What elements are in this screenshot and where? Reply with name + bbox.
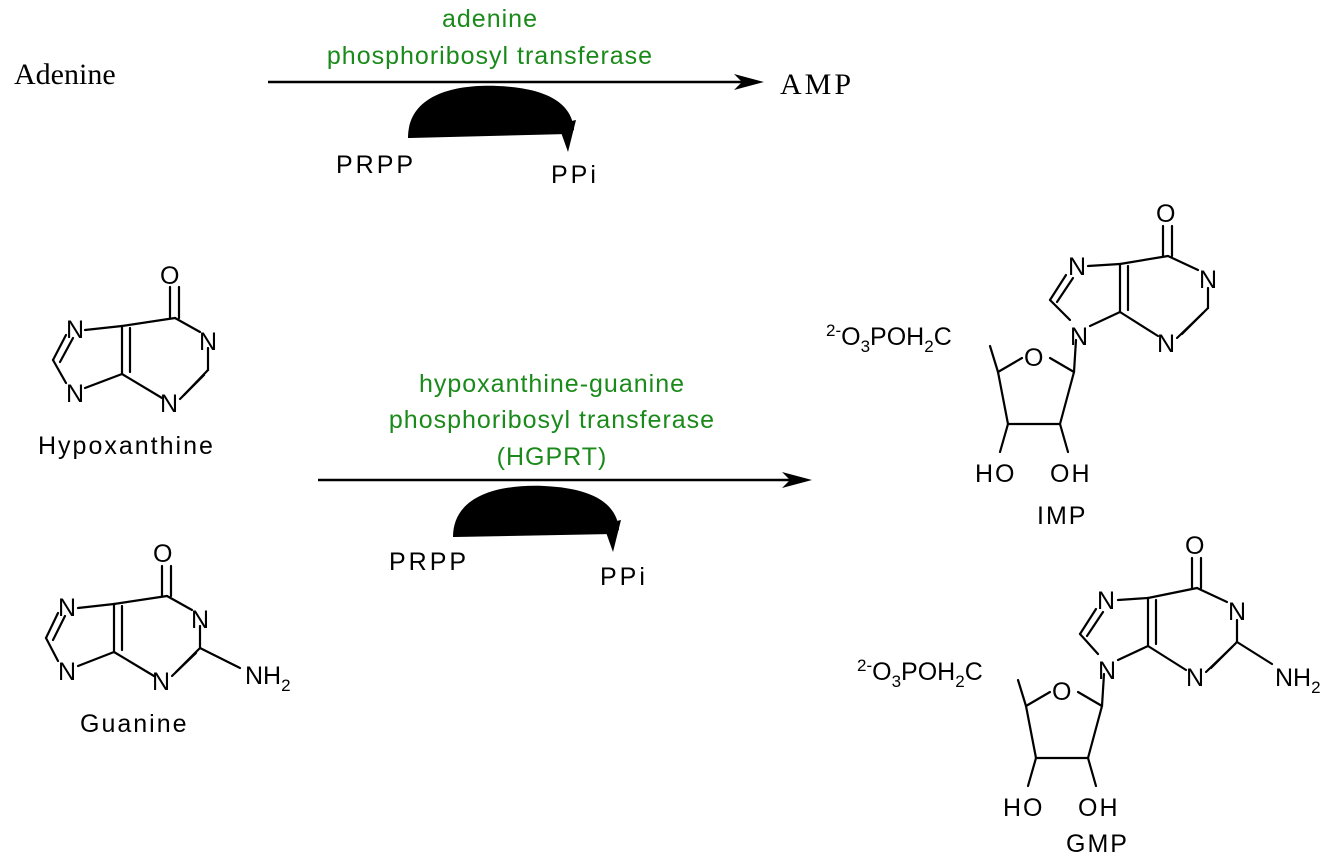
ppi-label-2: PPi [600, 563, 648, 591]
gmp-n7: N [1097, 587, 1115, 615]
imp-n1: N [1199, 266, 1217, 294]
hypoxanthine-o: O [160, 262, 179, 290]
imp-n9: N [1070, 323, 1088, 351]
gmp-amine: NH2 [1275, 664, 1321, 697]
prpp-label-1: PRPP [336, 151, 416, 179]
guanine-n7: N [58, 594, 76, 622]
enzyme-hgprt-line2: phosphoribosyl transferase [389, 406, 715, 434]
gmp-ho: HO [1003, 794, 1045, 822]
reaction-adenine: Adenine adenine phosphoribosyl transfera… [14, 5, 854, 189]
gmp-o: O [1185, 532, 1204, 560]
gmp-structure: O N N N N NH2 O 2-O3POH2C HO OH GMP [857, 532, 1321, 858]
cosubstrate-arc-2 [453, 485, 619, 537]
adenine-label: Adenine [14, 58, 116, 91]
enzyme-hgprt-line1: hypoxanthine-guanine [419, 370, 685, 398]
gmp-n3: N [1186, 664, 1204, 692]
imp-o: O [1156, 200, 1175, 228]
imp-ring-o: O [1024, 344, 1043, 372]
hypoxanthine-n3: N [160, 390, 178, 418]
cosubstrate-arrowhead-1 [558, 120, 576, 152]
gmp-ring-o: O [1052, 678, 1071, 706]
hypoxanthine-n1: N [199, 328, 217, 356]
imp-structure: O N N N N O 2-O3POH2C HO OH IMP [826, 200, 1217, 530]
enzyme-aprt-line2: phosphoribosyl transferase [327, 42, 653, 70]
arrowhead-1 [734, 74, 764, 90]
guanine-structure: O N N N N NH2 Guanine [44, 540, 291, 738]
imp-oh: OH [1050, 460, 1092, 488]
guanine-n9: N [58, 658, 76, 686]
gmp-oh: OH [1078, 794, 1120, 822]
cosubstrate-arrowhead-2 [603, 520, 621, 552]
enzyme-aprt-line1: adenine [442, 5, 538, 33]
guanine-label: Guanine [80, 710, 189, 738]
gmp-label: GMP [1066, 830, 1129, 858]
imp-label: IMP [1037, 502, 1087, 530]
reaction-hgprt: hypoxanthine-guanine phosphoribosyl tran… [318, 370, 812, 591]
gmp-n9: N [1098, 657, 1116, 685]
cosubstrate-arc-1 [408, 85, 574, 138]
enzyme-hgprt-line3: (HGPRT) [497, 443, 608, 471]
arrowhead-2 [782, 472, 812, 488]
amp-label: AMP [780, 68, 854, 101]
imp-n7: N [1068, 253, 1086, 281]
guanine-o: O [153, 540, 172, 568]
imp-phosphate: 2-O3POH2C [826, 321, 952, 356]
hypoxanthine-label: Hypoxanthine [38, 432, 215, 460]
gmp-n1: N [1228, 598, 1246, 626]
hypoxanthine-structure: O N N N N Hypoxanthine [38, 262, 217, 460]
gmp-phosphate: 2-O3POH2C [857, 656, 983, 691]
ppi-label-1: PPi [551, 161, 599, 189]
imp-n3: N [1157, 330, 1175, 358]
hypoxanthine-n7: N [66, 316, 84, 344]
guanine-n3: N [152, 668, 170, 696]
guanine-n1: N [191, 606, 209, 634]
imp-ho: HO [975, 460, 1017, 488]
hypoxanthine-n9: N [66, 380, 84, 408]
prpp-label-2: PRPP [389, 548, 469, 576]
guanine-amine: NH2 [245, 662, 291, 695]
